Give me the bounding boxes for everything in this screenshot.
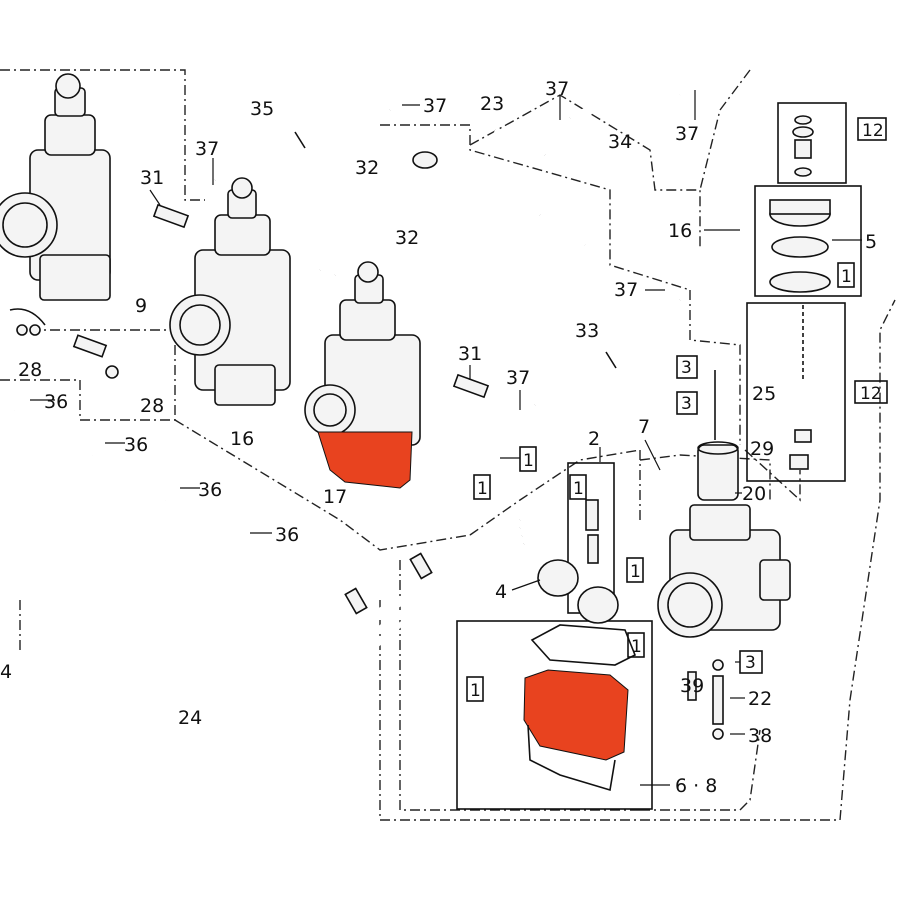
boxed-ref-1: 1: [841, 267, 852, 287]
float-bowl-outline: [527, 724, 616, 792]
callout-numbers: 37 23 37 34 37 35 37 31 32 32 16 37 33 3…: [0, 78, 877, 797]
carburetor-left: [0, 73, 111, 301]
float-left: [537, 559, 579, 597]
callout-9: 9: [135, 295, 147, 317]
callout-36: 36: [275, 524, 299, 546]
leader-lines: [30, 90, 862, 786]
group-outlines: [0, 69, 896, 821]
callout-32: 32: [395, 227, 419, 249]
callout-16: 16: [230, 428, 254, 450]
callout-33: 33: [575, 320, 599, 342]
hoses: [11, 92, 682, 715]
float-right: [577, 586, 619, 624]
boxed-references: 12 12 1 1 1 1 1 1 1 3 3 3: [466, 117, 888, 702]
callout-39: 39: [680, 675, 704, 697]
boxed-ref-3: 3: [745, 653, 756, 673]
small-parts: [9, 151, 812, 740]
float-bowl-highlight-17: [317, 431, 413, 489]
callout-36: 36: [198, 479, 222, 501]
boxed-ref-1: 1: [630, 562, 641, 582]
callout-37: 37: [423, 95, 447, 117]
callout-24: 24: [178, 707, 202, 729]
callout-37: 37: [195, 138, 219, 160]
callout-6-8: 6 · 8: [675, 775, 717, 797]
boxed-ref-12: 12: [860, 384, 882, 404]
callout-31: 31: [140, 167, 164, 189]
callout-7: 7: [638, 416, 650, 438]
callout-5: 5: [865, 231, 877, 253]
boxed-ref-12: 12: [862, 121, 884, 141]
callout-4: 4: [495, 581, 507, 603]
callout-28: 28: [18, 359, 42, 381]
kit-boxes: [456, 102, 862, 810]
callout-37: 37: [545, 78, 569, 100]
carburetor-7: [657, 504, 791, 638]
boxed-ref-3: 3: [681, 394, 692, 414]
float-bowl-highlight-6-8: [523, 669, 629, 761]
boxed-ref-1: 1: [477, 479, 488, 499]
boxed-ref-1: 1: [631, 637, 642, 657]
throttle-slide: [697, 444, 739, 501]
callout-20: 20: [742, 483, 766, 505]
callout-35: 35: [250, 98, 274, 120]
callout-34: 34: [608, 131, 632, 153]
callout-37: 37: [614, 279, 638, 301]
callout-37: 37: [675, 123, 699, 145]
callout-36: 36: [124, 434, 148, 456]
callout-28: 28: [140, 395, 164, 417]
float-bowl-gasket: [530, 624, 637, 666]
top-cap-stack: [769, 115, 831, 293]
boxed-ref-1: 1: [470, 681, 481, 701]
callout-32: 32: [355, 157, 379, 179]
callout-37: 37: [506, 367, 530, 389]
callout-31: 31: [458, 343, 482, 365]
callout-16: 16: [668, 220, 692, 242]
callout-17: 17: [323, 486, 347, 508]
boxed-ref-1: 1: [573, 479, 584, 499]
callout-29: 29: [750, 438, 774, 460]
callout-2: 2: [588, 428, 600, 450]
callout-22: 22: [748, 688, 772, 710]
callout-25: 25: [752, 383, 776, 405]
boxed-ref-3: 3: [681, 358, 692, 378]
boxed-ref-1: 1: [523, 451, 534, 471]
carburetor-16: [169, 177, 291, 406]
callout-38: 38: [748, 725, 772, 747]
callout-4: 4: [0, 661, 12, 683]
carburetor-17: [304, 261, 421, 446]
callout-23: 23: [480, 93, 504, 115]
callout-36: 36: [44, 391, 68, 413]
